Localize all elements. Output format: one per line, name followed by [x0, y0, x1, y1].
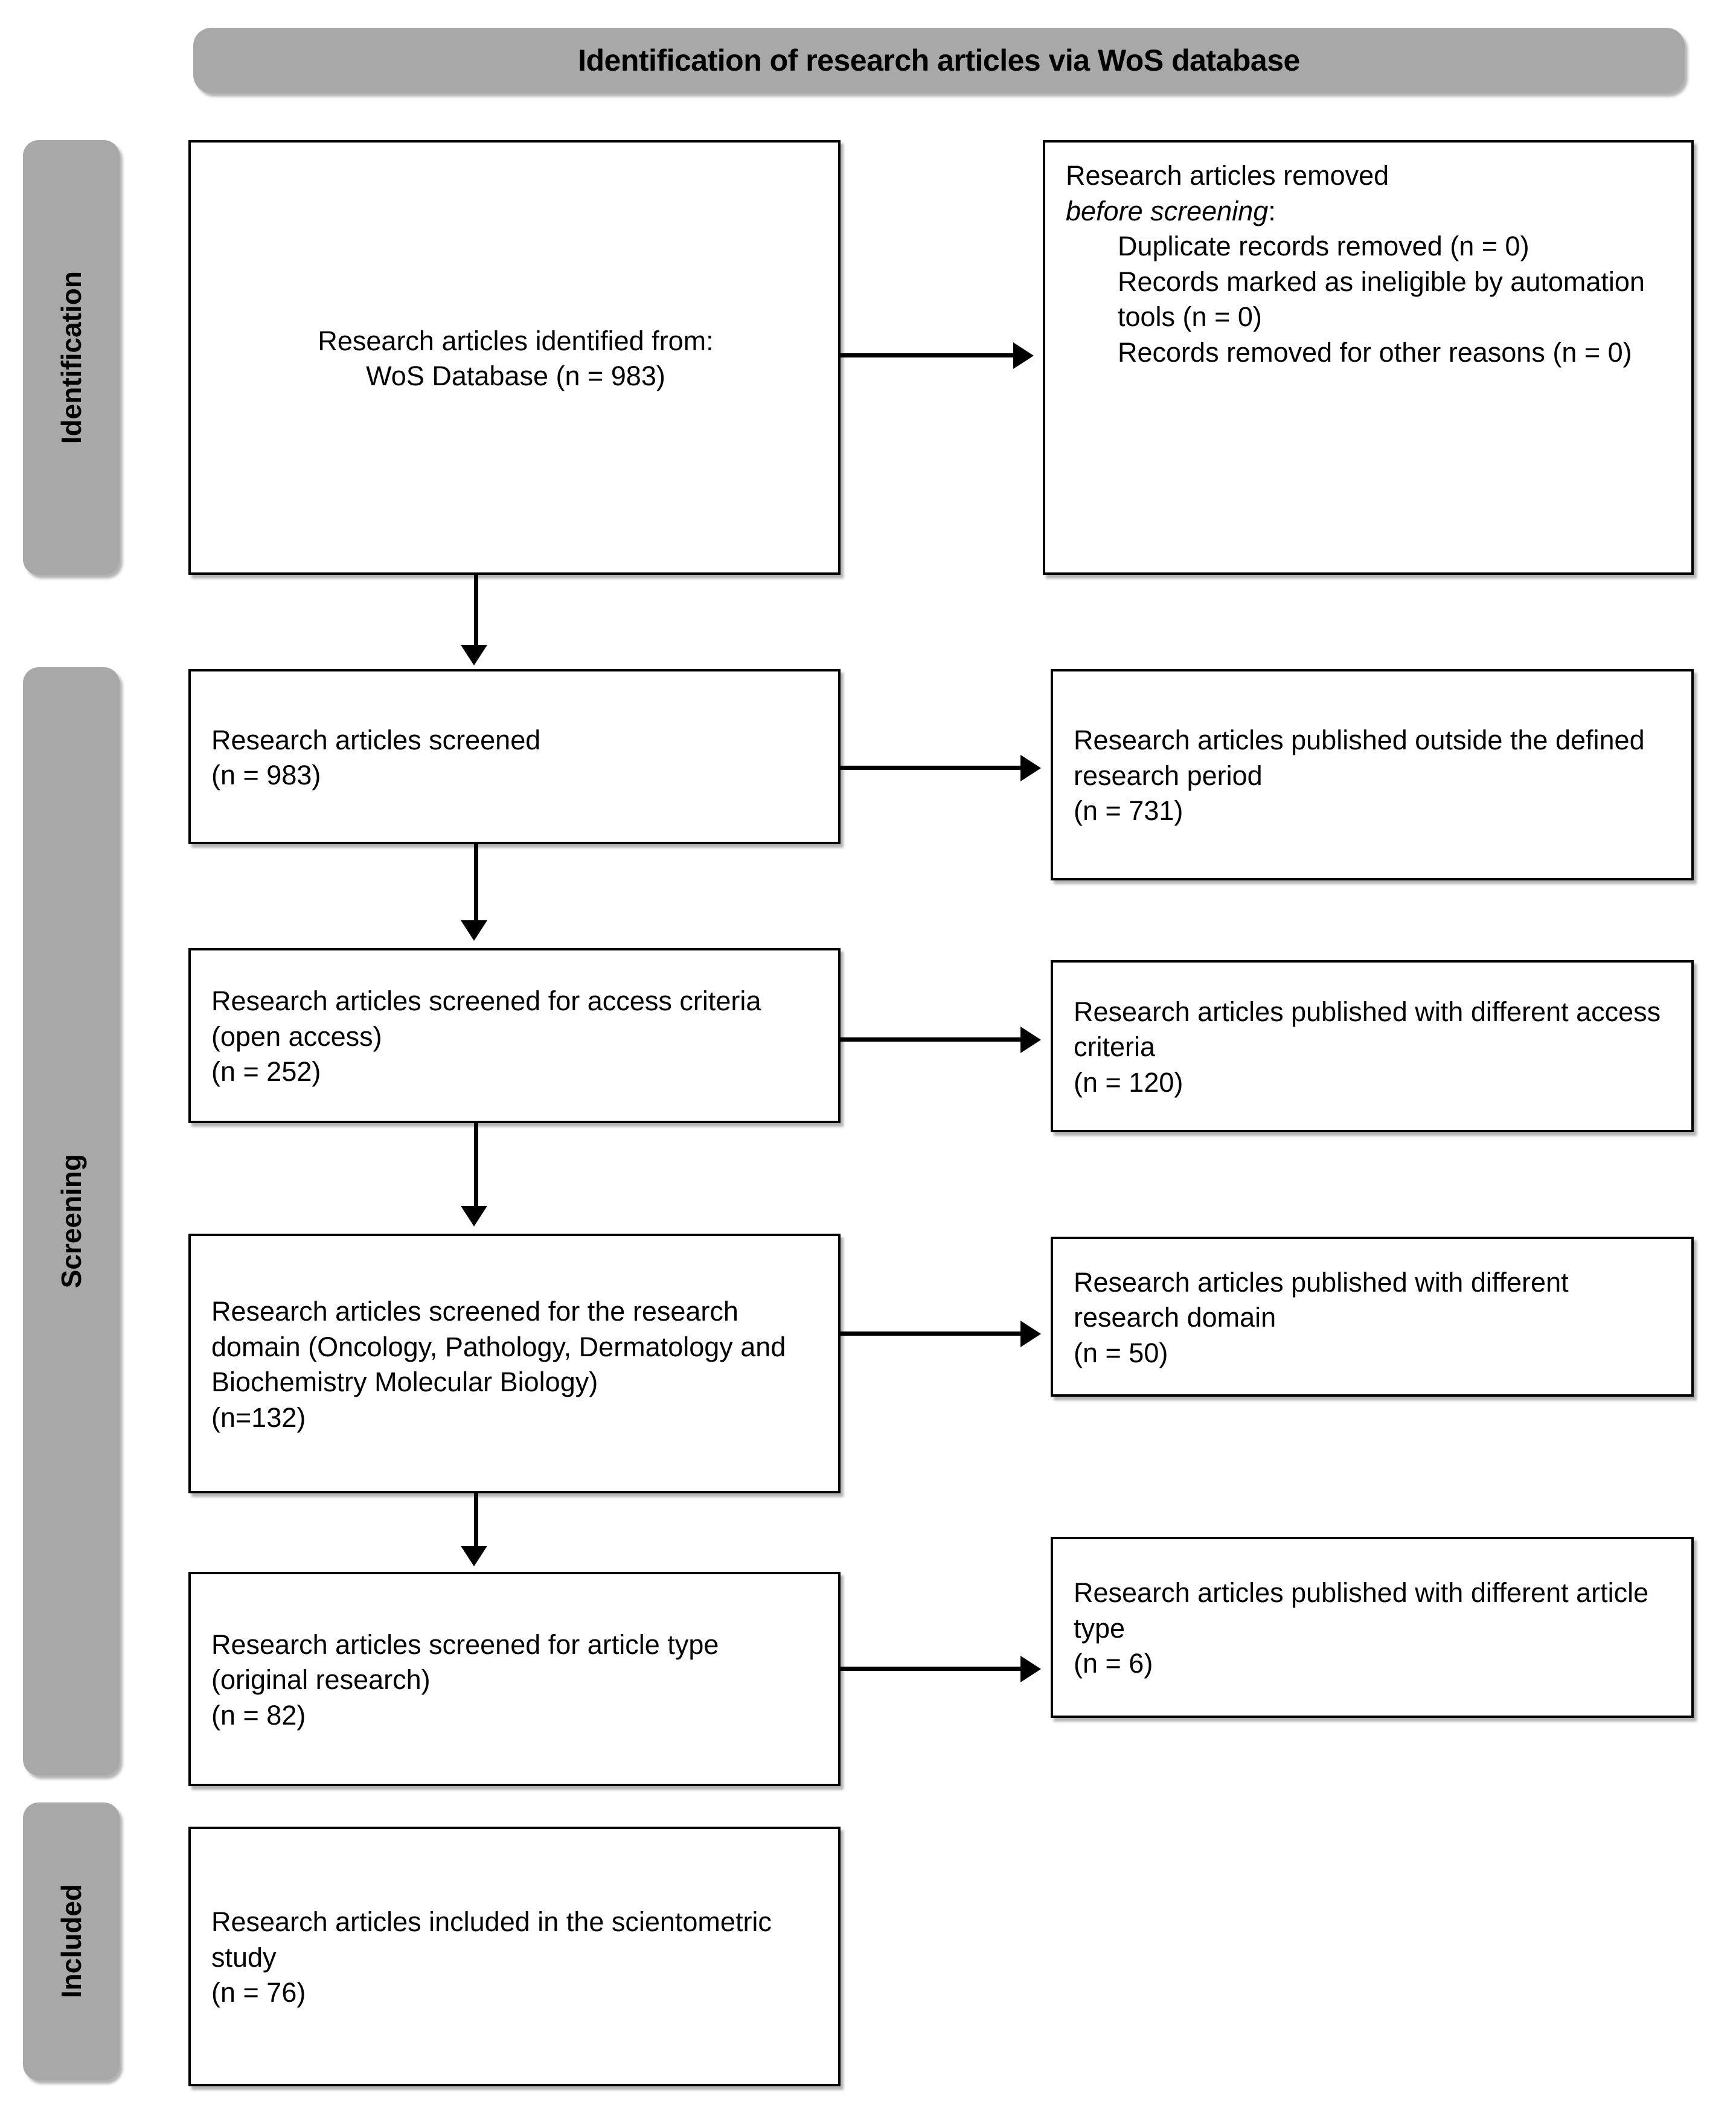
box-records-included-text: Research articles included in the scient…: [211, 1906, 772, 2008]
phase-label-identification: Identification: [23, 140, 120, 575]
connector-line-to-diff-access: [841, 1037, 1022, 1042]
arrow-right-icon-to-diff-access: [1020, 1027, 1041, 1053]
phase-label-identification-text: Identification: [56, 271, 87, 444]
phase-label-screening-text: Screening: [56, 1154, 87, 1289]
box-excluded-outside-period: Research articles published outside the …: [1051, 669, 1694, 880]
connector-line-to-diff-type: [841, 1667, 1022, 1671]
diagram-title-bar: Identification of research articles via …: [193, 28, 1685, 93]
arrow-down-icon-to-article-type: [461, 1546, 487, 1566]
box-excluded-access-criteria-text: Research articles published with differe…: [1074, 996, 1661, 1098]
removed-item-duplicates: Duplicate records removed (n = 0): [1118, 231, 1529, 261]
removed-item-ineligible: Records marked as ineligible by automati…: [1118, 266, 1645, 333]
before-screening-emphasis: before screening: [1066, 195, 1269, 226]
box-records-screened-domain-text: Research articles screened for the resea…: [211, 1296, 786, 1433]
connector-line-to-diff-domain: [841, 1331, 1022, 1336]
arrow-down-icon-to-access: [461, 920, 487, 941]
box-records-included: Research articles included in the scient…: [188, 1827, 841, 2086]
box-excluded-article-type-text: Research articles published with differe…: [1074, 1577, 1649, 1679]
connector-line-to-removed: [841, 353, 1016, 357]
connector-line-identified-to-screened: [474, 575, 478, 647]
arrow-down-icon-to-domain: [461, 1206, 487, 1226]
connector-line-screened-to-access: [474, 844, 478, 923]
box-records-identified-text: Research articles identified from:WoS Da…: [318, 325, 714, 392]
arrow-right-icon-to-removed: [1013, 342, 1034, 369]
arrow-down-icon-to-screened: [461, 645, 487, 665]
arrow-right-icon-to-diff-domain: [1020, 1321, 1041, 1347]
arrow-right-icon-to-outside-period: [1020, 755, 1041, 781]
box-excluded-outside-period-text: Research articles published outside the …: [1074, 725, 1645, 827]
connector-line-to-outside-period: [841, 766, 1022, 770]
box-records-identified: Research articles identified from:WoS Da…: [188, 140, 841, 575]
box-excluded-article-type: Research articles published with differe…: [1051, 1537, 1694, 1718]
phase-label-included: Included: [23, 1802, 120, 2080]
box-records-screened-access: Research articles screened for access cr…: [188, 948, 841, 1123]
arrow-right-icon-to-diff-type: [1020, 1656, 1041, 1682]
box-excluded-research-domain: Research articles published with differe…: [1051, 1237, 1694, 1397]
box-records-screened-domain: Research articles screened for the resea…: [188, 1234, 841, 1493]
connector-line-domain-to-article-type: [474, 1493, 478, 1548]
connector-line-access-to-domain: [474, 1123, 478, 1208]
box-records-screened-article-type: Research articles screened for article t…: [188, 1572, 841, 1786]
phase-label-included-text: Included: [56, 1884, 87, 1999]
page-title: Identification of research articles via …: [578, 43, 1300, 77]
box-records-screened-article-type-text: Research articles screened for article t…: [211, 1629, 719, 1731]
phase-label-screening: Screening: [23, 667, 120, 1775]
box-excluded-access-criteria: Research articles published with differe…: [1051, 960, 1694, 1132]
box-excluded-research-domain-text: Research articles published with differe…: [1074, 1266, 1569, 1368]
removed-item-other: Records removed for other reasons (n = 0…: [1118, 336, 1632, 368]
box-records-screened: Research articles screened (n = 983): [188, 669, 841, 844]
box-records-screened-text: Research articles screened (n = 983): [211, 724, 541, 791]
box-records-screened-access-text: Research articles screened for access cr…: [211, 985, 761, 1088]
